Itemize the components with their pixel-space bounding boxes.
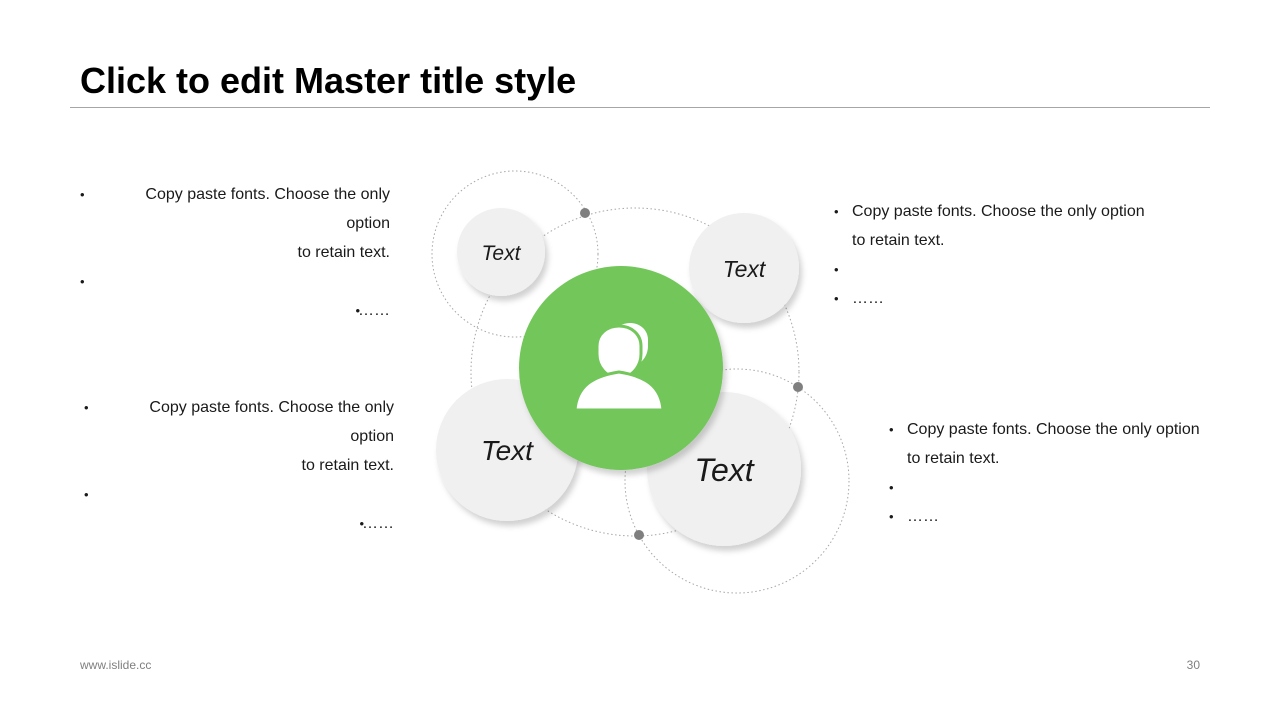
bubble-label: Text (723, 256, 767, 282)
ellipsis-text: …… (358, 302, 390, 319)
title-divider (70, 107, 1210, 108)
spacer (80, 267, 390, 296)
bullet-item-ellipsis: …… (84, 509, 394, 538)
text-block-bottom-right: Copy paste fonts. Choose the only option… (889, 415, 1209, 531)
slide-title: Click to edit Master title style (80, 60, 577, 101)
bubble-top-left: Text (457, 208, 545, 296)
bullet-text-line2: to retain text. (852, 232, 945, 249)
bullet-item: Copy paste fonts. Choose the only option… (84, 393, 394, 480)
bullet-item-ellipsis: …… (834, 284, 1154, 313)
ellipsis-text: …… (852, 290, 884, 307)
ellipsis-text: …… (907, 508, 939, 525)
text-block-bottom-left: Copy paste fonts. Choose the only option… (84, 393, 394, 538)
bullet-item: Copy paste fonts. Choose the only option… (80, 180, 390, 267)
bullet-text-line1: Copy paste fonts. Choose the only option (145, 186, 390, 232)
bullet-text-line1: Copy paste fonts. Choose the only option (907, 421, 1200, 438)
users-icon (573, 323, 665, 412)
connector-dot (793, 382, 803, 392)
bubble-top-right: Text (689, 213, 799, 323)
bullet-text-line2: to retain text. (301, 457, 395, 474)
orbit-ring-bottom-right (624, 368, 850, 594)
footer-url: www.islide.cc (80, 658, 152, 672)
connector-dot (634, 530, 644, 540)
text-block-top-left: Copy paste fonts. Choose the only option… (80, 180, 390, 325)
ellipsis-text: …… (362, 515, 394, 532)
bullet-text-line2: to retain text. (297, 244, 391, 261)
bullet-text-line2: to retain text. (907, 450, 1000, 467)
bullet-item-ellipsis: …… (889, 502, 1209, 531)
connector-dot (580, 208, 590, 218)
text-block-top-right: Copy paste fonts. Choose the only option… (834, 197, 1154, 313)
bullet-item: Copy paste fonts. Choose the only option… (834, 197, 1154, 255)
spacer (889, 473, 1209, 502)
bullet-item: Copy paste fonts. Choose the only option… (889, 415, 1209, 473)
spacer (84, 480, 394, 509)
page-number: 30 (1186, 658, 1200, 672)
bullet-text-line1: Copy paste fonts. Choose the only option (149, 399, 394, 445)
orbit-ring-main (470, 207, 800, 537)
center-hub (519, 266, 723, 470)
spacer (834, 255, 1154, 284)
bullet-text-line1: Copy paste fonts. Choose the only option (852, 203, 1145, 220)
bubble-label: Text (482, 242, 522, 265)
bubble-label: Text (481, 435, 534, 466)
bubble-label: Text (694, 452, 754, 488)
orbit-ring-top-left (431, 170, 599, 338)
bullet-item-ellipsis: …… (80, 296, 390, 325)
